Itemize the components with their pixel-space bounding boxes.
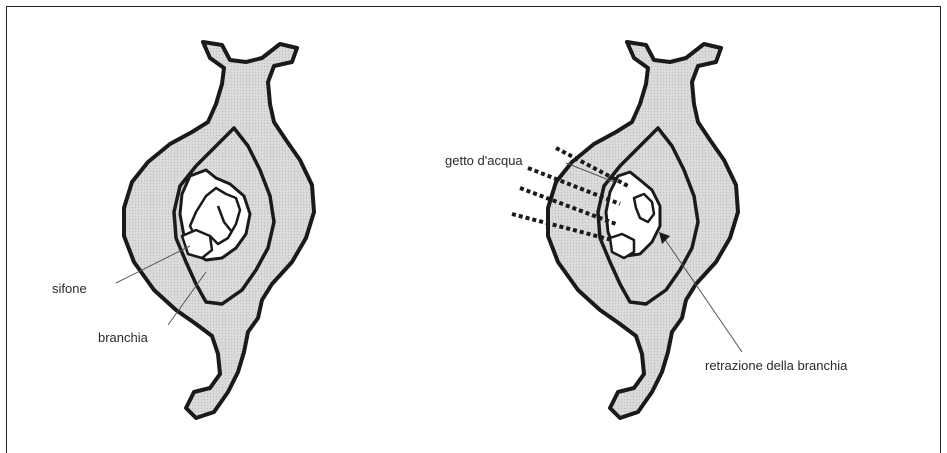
- water-jet-label: getto d'acqua: [445, 153, 523, 168]
- gill-retraction-label: retrazione della branchia: [705, 358, 848, 373]
- left-animal: [124, 42, 314, 418]
- gill-label: branchia: [98, 330, 149, 345]
- siphon-label: sifone: [52, 281, 87, 296]
